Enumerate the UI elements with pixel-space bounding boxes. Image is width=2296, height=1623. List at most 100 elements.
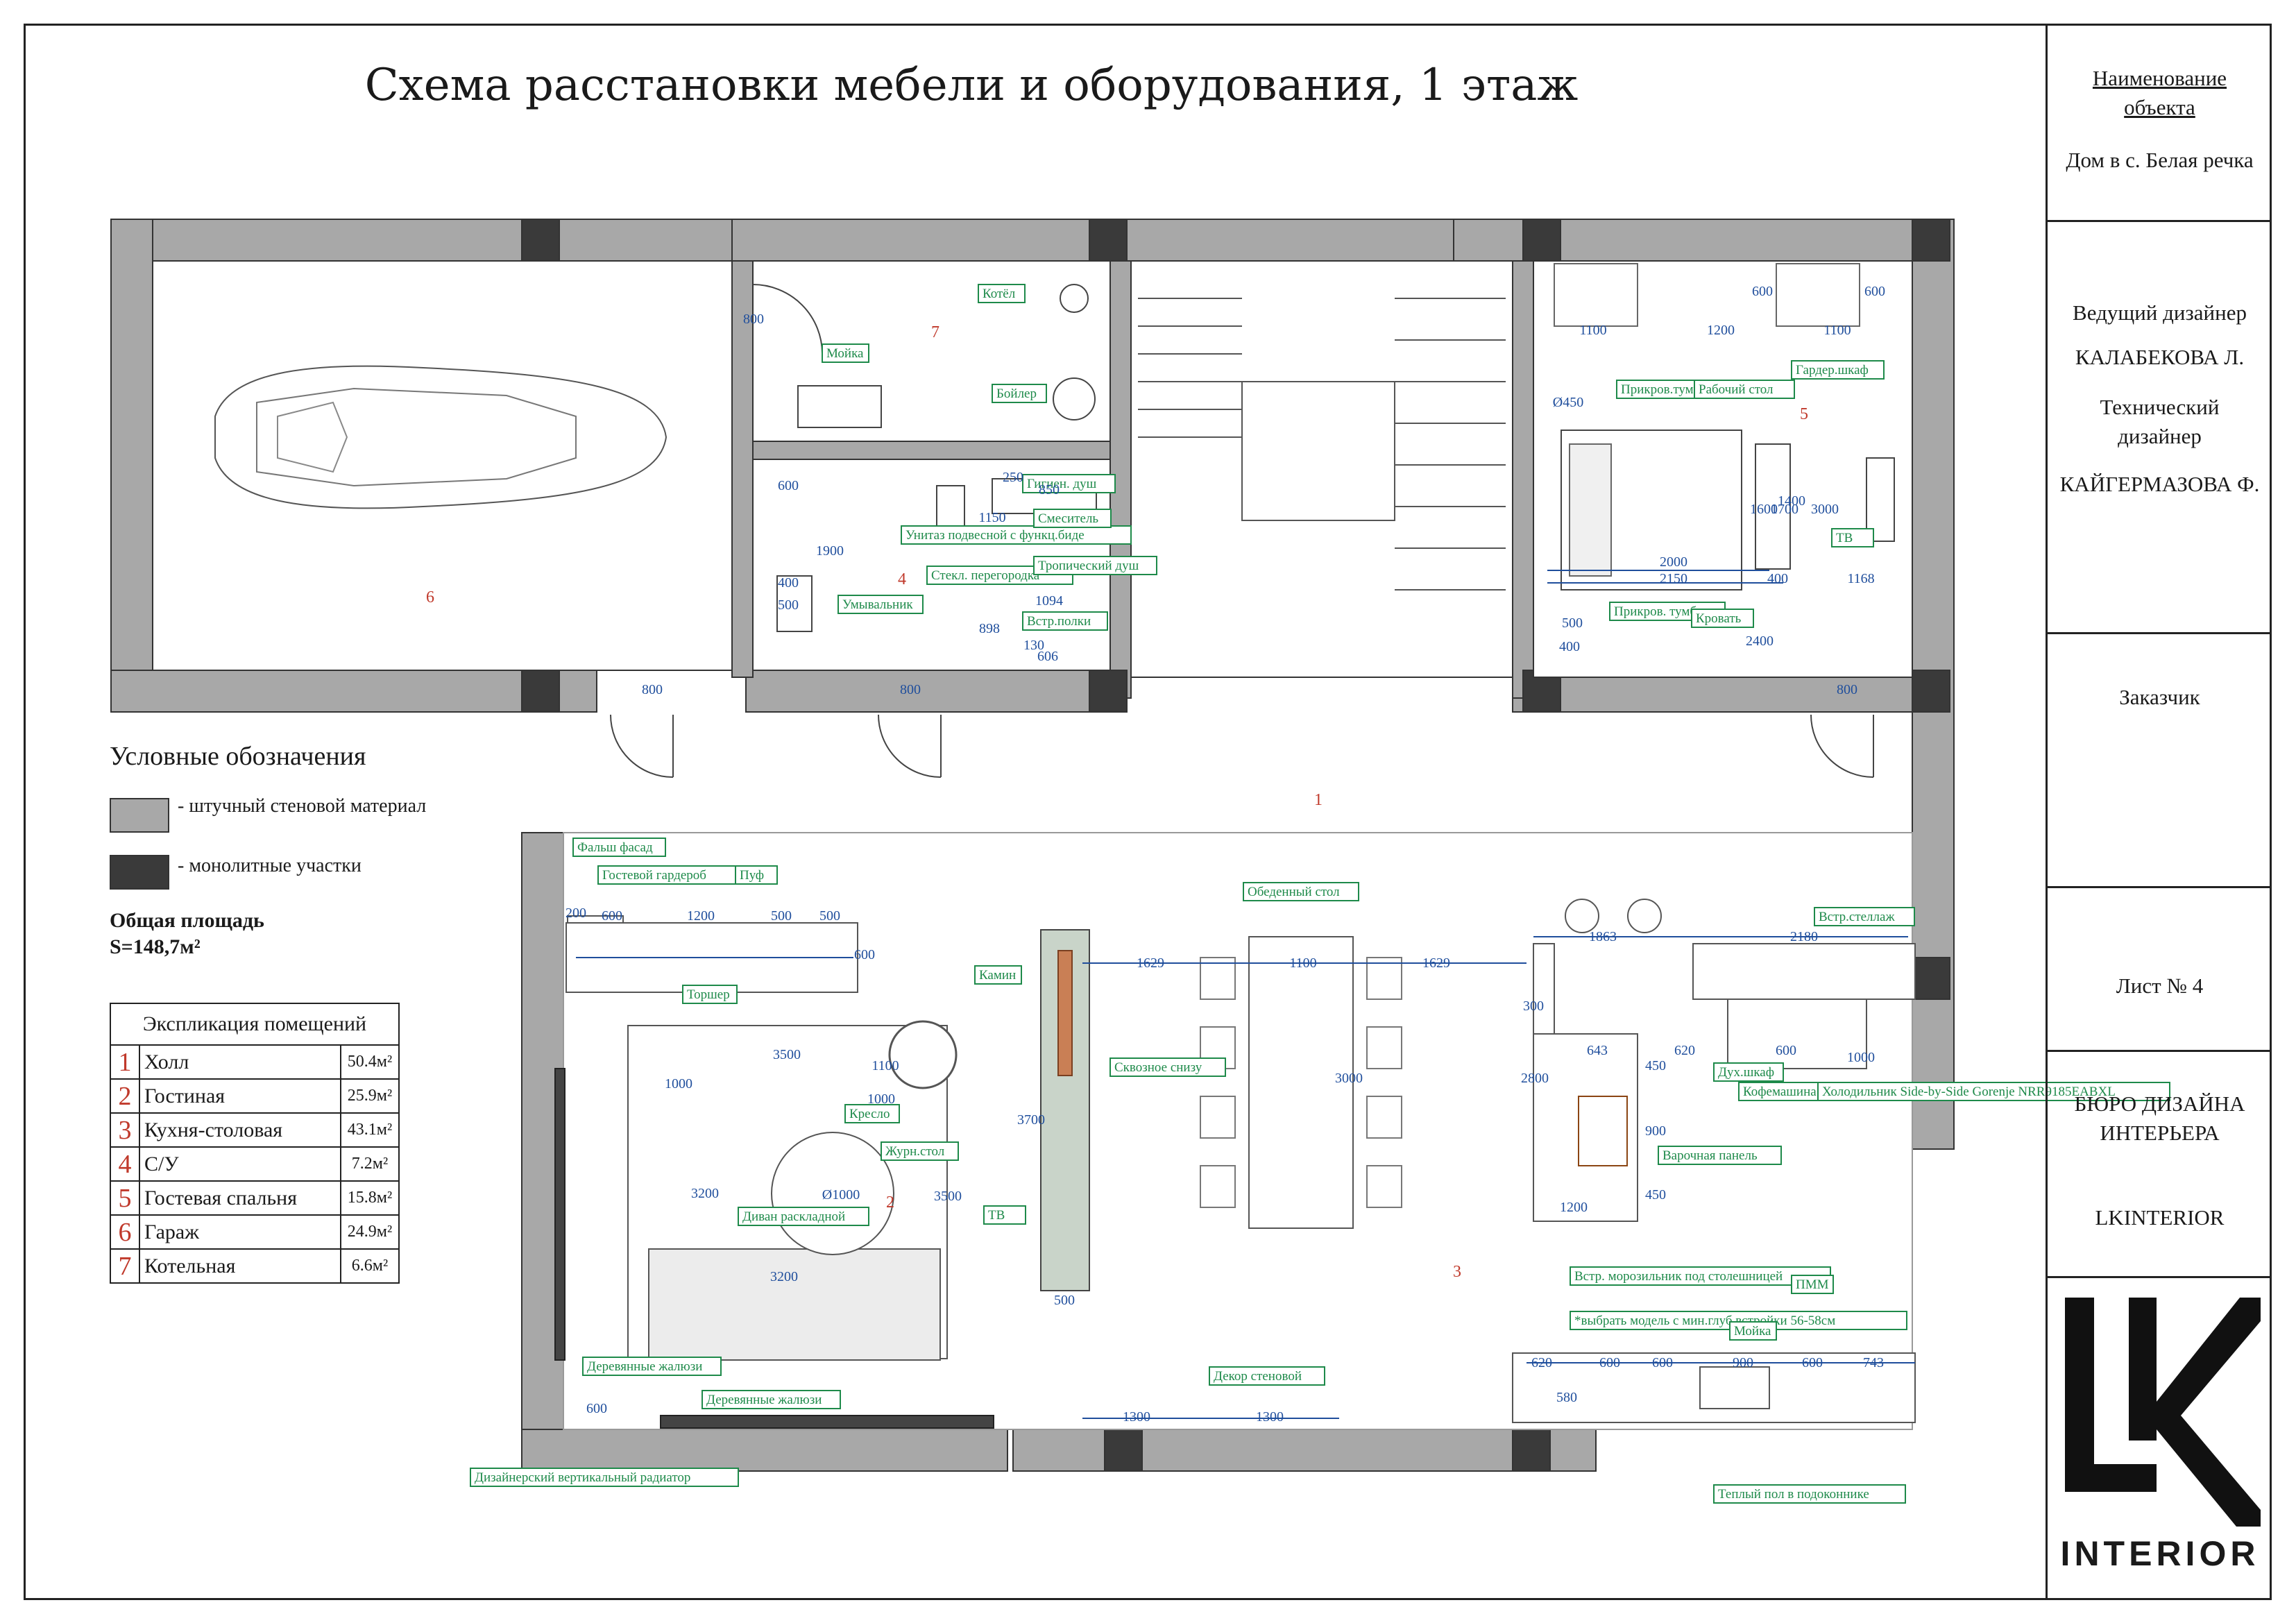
annotation-label-box <box>682 985 738 1004</box>
room-number-2: 2 <box>886 1193 894 1212</box>
annotation-label: Деревянные жалюзи <box>706 1393 822 1407</box>
room-number: 6 <box>110 1214 140 1250</box>
lead-designer-name: КАЛАБЕКОВА Л. <box>2075 344 2245 369</box>
annotation-label: ТВ <box>1836 531 1853 545</box>
kitchen-sink <box>1699 1366 1770 1409</box>
dimension-label: 3200 <box>770 1269 798 1284</box>
annotation-label: Стекл. перегородка <box>931 568 1040 583</box>
annotation-label-box <box>837 595 924 614</box>
boiler-icon <box>1060 284 1089 313</box>
dining-chair <box>1366 957 1402 1000</box>
room-name: Холл <box>139 1044 341 1080</box>
room-number: 7 <box>110 1248 140 1284</box>
monolith-block-2 <box>1522 219 1561 262</box>
annotation-label-box <box>1791 360 1885 380</box>
staircase-floor <box>1130 260 1513 678</box>
dimension-label: 500 <box>778 597 799 613</box>
annotation-label: Гостевой гардероб <box>602 868 706 883</box>
annotation-label-box <box>1243 882 1359 901</box>
dining-chair <box>1366 1026 1402 1069</box>
annotation-label: Кровать <box>1696 611 1742 626</box>
dimension-label: 850 <box>1039 482 1060 498</box>
legend-title: Условные обозначения <box>110 742 366 771</box>
annotation-label-box <box>1729 1321 1777 1341</box>
annotation-label: Встр. морозильник под столешницей <box>1574 1269 1783 1284</box>
annotation-label: Прикров. тумба <box>1614 604 1703 619</box>
dimension-label: 600 <box>1776 1043 1796 1058</box>
bar-stool <box>1565 899 1599 933</box>
wall-garage-bottom <box>110 670 597 713</box>
dimension-label: 1300 <box>1123 1409 1150 1425</box>
room-area: 24.9м² <box>340 1214 400 1250</box>
room-number: 3 <box>110 1112 140 1148</box>
door-arc-boiler <box>752 284 823 355</box>
dimension-label: 1094 <box>1035 593 1063 609</box>
object-cell: Наименование объекта Дом в с. Белая речк… <box>2048 24 2272 222</box>
dimension-label: 600 <box>778 478 799 493</box>
annotation-label: Мойка <box>1734 1324 1771 1339</box>
dimension-label: 800 <box>1837 682 1857 697</box>
dimension-label: 450 <box>1645 1187 1666 1203</box>
dimension-label: 580 <box>1556 1390 1577 1405</box>
annotation-label: Встр.полки <box>1027 614 1091 629</box>
sheet-number: Лист № 4 <box>2116 974 2204 998</box>
dimension-label: 1400 <box>1778 493 1805 509</box>
dimension-label: 130 <box>1023 638 1044 653</box>
dimension-label: 1000 <box>1847 1050 1875 1065</box>
room-name: Гостевая спальня <box>139 1180 341 1216</box>
annotation-label-box <box>1658 1146 1782 1165</box>
room-name: Кухня-столовая <box>139 1112 341 1148</box>
customer-label: Заказчик <box>2119 685 2200 709</box>
total-area-label: Общая площадь <box>110 909 264 932</box>
dimension-label: 3500 <box>773 1047 801 1062</box>
tech-designer-label: Технический дизайнер <box>2100 394 2220 448</box>
legend-label-brick: - штучный стеновой материал <box>178 795 427 817</box>
room-number-4: 4 <box>898 570 906 588</box>
object-label: Наименование объекта <box>2092 66 2227 119</box>
room-number: 5 <box>110 1180 140 1216</box>
door-arc-bedroom <box>1810 714 1874 778</box>
dimension-label: 600 <box>1864 284 1885 299</box>
monolith-block-0 <box>521 219 560 262</box>
rooms-table-header-row: Экспликация помещений <box>110 1003 400 1046</box>
dimension-label: 1300 <box>1256 1409 1284 1425</box>
car-roof-outline <box>256 387 577 487</box>
annotation-label-box <box>1713 1062 1784 1082</box>
room-number-7: 7 <box>931 323 939 341</box>
dimension-label: 400 <box>778 575 799 590</box>
dimension-label: 1200 <box>1707 323 1735 338</box>
annotation-label-box <box>597 865 737 885</box>
dimension-label: 500 <box>1054 1293 1075 1308</box>
designers-cell: Ведущий дизайнер КАЛАБЕКОВА Л. Техническ… <box>2048 222 2272 634</box>
dimension-label: 3200 <box>691 1186 719 1201</box>
dimension-label: 620 <box>1674 1043 1695 1058</box>
annotation-label-box <box>1033 556 1157 575</box>
bureau-name: LKINTERIOR <box>2095 1205 2225 1230</box>
dimension-label: 1000 <box>665 1076 692 1091</box>
monolith-block-1 <box>1089 219 1128 262</box>
dimension-label: 600 <box>602 908 622 924</box>
sheet-border <box>24 24 2272 1600</box>
wall-interior-boiler <box>731 260 754 678</box>
dimension-label: 800 <box>900 682 921 697</box>
dimension-label: 600 <box>586 1401 607 1416</box>
dimension-label: 300 <box>1523 999 1544 1014</box>
annotation-label: Обеденный стол <box>1248 885 1340 899</box>
annotation-label-box <box>1831 528 1874 547</box>
dimension-label: 800 <box>642 682 663 697</box>
dimension-label: 900 <box>1645 1123 1666 1139</box>
annotation-label: Деревянные жалюзи <box>587 1359 702 1374</box>
bureau-label: БЮРО ДИЗАЙНА ИНТЕРЬЕРА <box>2074 1091 2245 1145</box>
dimension-label: 2400 <box>1746 634 1774 649</box>
bedroom-desk <box>1755 443 1791 570</box>
annotation-label-box <box>572 838 666 857</box>
annotation-label-box <box>881 1141 959 1161</box>
dimension-label: 450 <box>1645 1058 1666 1073</box>
annotation-label-box <box>1033 509 1112 528</box>
annotation-label-box <box>1713 1484 1906 1504</box>
room-number-1: 1 <box>1314 791 1323 809</box>
